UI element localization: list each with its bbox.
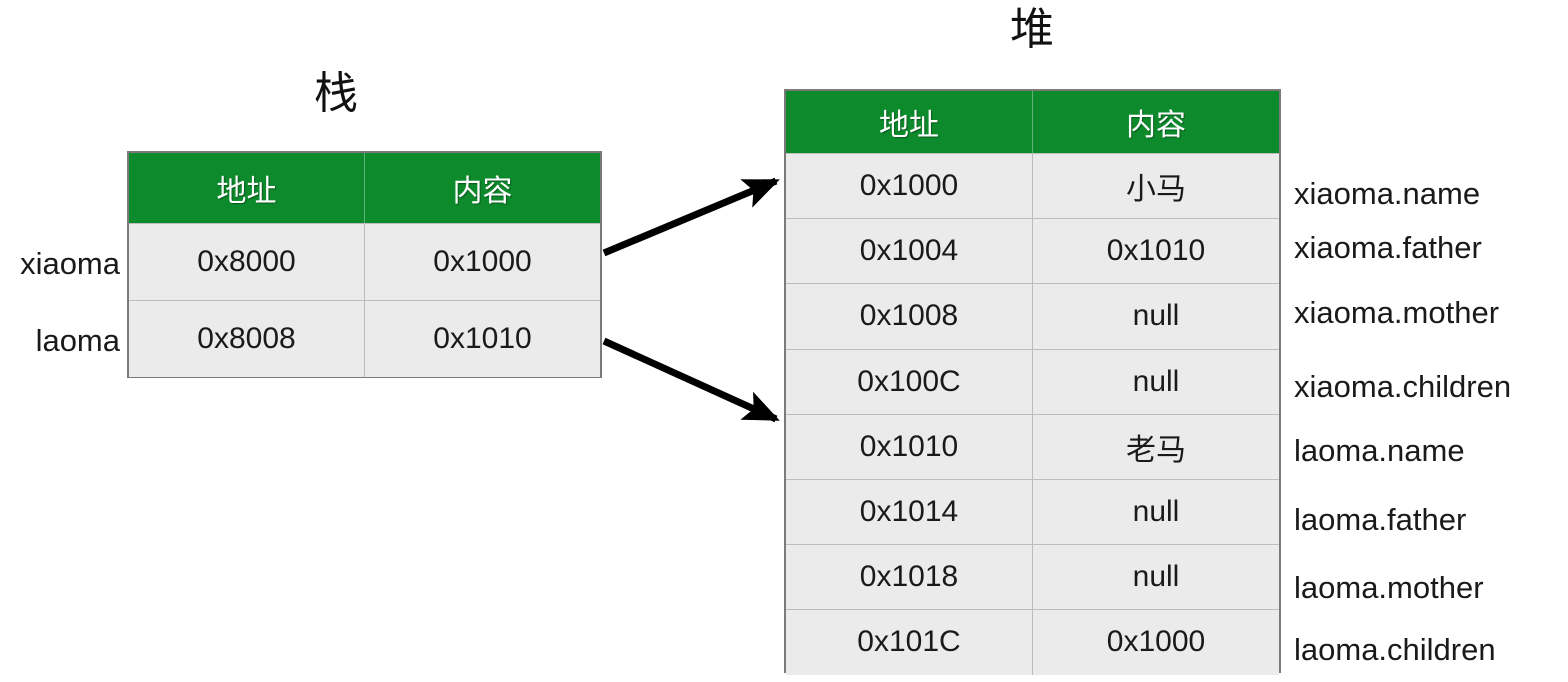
heap-cell-address: 0x1008 [786,284,1033,349]
heap-cell-address: 0x1010 [786,414,1033,479]
table-row: 0x100C null [786,348,1279,414]
table-row: 0x8000 0x1000 [129,223,600,300]
heap-field-label-laoma-name: laoma.name [1294,433,1465,468]
xiaoma-pointer-arrow [602,177,780,257]
heap-field-label-xiaoma-mother: xiaoma.mother [1294,295,1500,330]
heap-field-label-xiaoma-children: xiaoma.children [1294,369,1512,404]
heap-field-label-laoma-father: laoma.father [1294,502,1467,537]
heap-table-header-row: 地址 内容 [786,91,1279,153]
heap-cell-content: null [1132,364,1180,398]
heap-cell-content: 小马 [1126,173,1186,207]
heap-cell-address: 0x1018 [786,545,1033,610]
stack-cell-content: 0x1010 [433,322,532,355]
heap-header-address: 地址 [786,91,1033,153]
stack-header-address: 地址 [129,153,365,223]
heap-cell-content: 老马 [1126,433,1186,467]
heap-cell-address: 0x1004 [786,219,1033,284]
heap-cell-content: null [1132,495,1180,529]
stack-header-content: 内容 [452,175,513,208]
stack-cell-address: 0x8008 [129,301,365,377]
heap-table: 地址 内容 0x1000 小马 0x1004 0x1010 0x1008 nul… [784,89,1281,675]
heap-field-label-laoma-children: laoma.children [1294,632,1496,667]
heap-cell-content: 0x1000 [1106,625,1206,659]
stack-table: 地址 内容 0x8000 0x1000 0x8008 0x1010 [127,151,602,378]
table-row: 0x1004 0x1010 [786,218,1279,284]
stack-variable-label-laoma: laoma [35,323,120,358]
heap-cell-address: 0x100C [786,349,1033,414]
heap-header-content: 内容 [1126,109,1186,142]
stack-variable-label-xiaoma: xiaoma [20,246,120,281]
table-row: 0x8008 0x1010 [129,300,600,377]
stack-cell-content: 0x1000 [433,245,532,278]
laoma-pointer-arrow [602,337,780,423]
table-row: 0x1008 null [786,283,1279,349]
table-row: 0x101C 0x1000 [786,609,1279,675]
heap-section-title: 堆 [1010,5,1054,54]
table-row: 0x1010 老马 [786,413,1279,479]
table-row: 0x1014 null [786,478,1279,545]
heap-cell-content: null [1132,560,1180,594]
heap-field-label-laoma-mother: laoma.mother [1294,570,1484,605]
heap-cell-content: null [1132,299,1180,333]
table-row: 0x1018 null [786,544,1279,610]
heap-cell-address: 0x1000 [786,154,1033,219]
stack-section-title: 栈 [314,69,358,118]
heap-cell-address: 0x101C [786,610,1033,675]
heap-cell-address: 0x1014 [786,479,1033,545]
stack-cell-address: 0x8000 [129,224,365,300]
heap-field-label-xiaoma-name: xiaoma.name [1294,176,1481,211]
stack-table-header-row: 地址 内容 [129,153,600,223]
heap-field-label-xiaoma-father: xiaoma.father [1294,230,1482,265]
heap-cell-content: 0x1010 [1106,234,1206,268]
table-row: 0x1000 小马 [786,153,1279,219]
